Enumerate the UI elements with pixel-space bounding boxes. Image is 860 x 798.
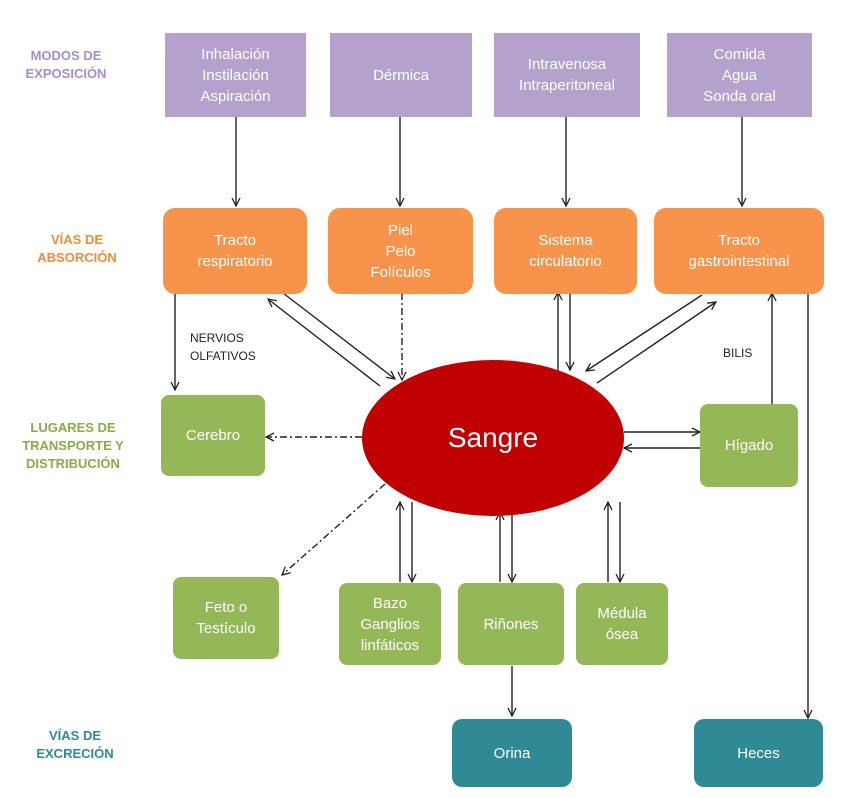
blood-label: Sangre [447,422,539,453]
box-urine: Orina [452,719,572,787]
arrow-blood-to-fetus [282,483,386,575]
label-olfactory-nerves: NERVIOS OLFATIVOS [190,331,256,363]
arrow-blood-to-respiratory [268,299,381,387]
box-kidneys: Riñones [458,583,564,665]
blood-ellipse: Sangre [362,360,624,516]
box-fetus-testicle: Feto o Testículo [173,577,279,659]
label-absorption-routes: VÍAS DE ABSORCIÓN [37,232,117,265]
box-respiratory-tract: Tracto respiratorio [163,208,307,294]
arrow-respiratory-to-blood [282,292,395,379]
label-distribution-sites: LUGARES DE TRANSPORTE Y DISTRIBUCIÓN [22,420,124,471]
arrow-gastro-to-blood [586,294,703,371]
box-dermal: Dérmica [330,33,472,117]
box-spleen-lymph-nodes: Bazo Ganglios linfáticos [339,583,441,665]
box-circulatory-system: Sistema circulatorio [494,208,637,294]
box-liver: Hígado [700,404,798,487]
box-inhalation: Inhalación Instilación Aspiración [165,33,306,117]
box-feces: Heces [694,719,823,787]
arrow-blood-to-gastro [596,302,716,384]
box-oral: Comida Agua Sonda oral [667,33,812,117]
label-exposure-modes: MODOS DE EXPOSICIÓN [25,48,107,81]
box-brain: Cerebro [161,395,265,476]
box-intravenous: Intravenosa Intraperitoneal [494,33,640,117]
label-bile: BILIS [723,346,753,360]
box-skin: Piel Pelo Folículos [328,208,473,294]
box-bone-marrow: Médula ósea [576,583,668,665]
label-excretion-routes: VÍAS DE EXCRECIÓN [36,728,114,761]
box-gastrointestinal-tract: Tracto gastrointestinal [654,208,824,294]
